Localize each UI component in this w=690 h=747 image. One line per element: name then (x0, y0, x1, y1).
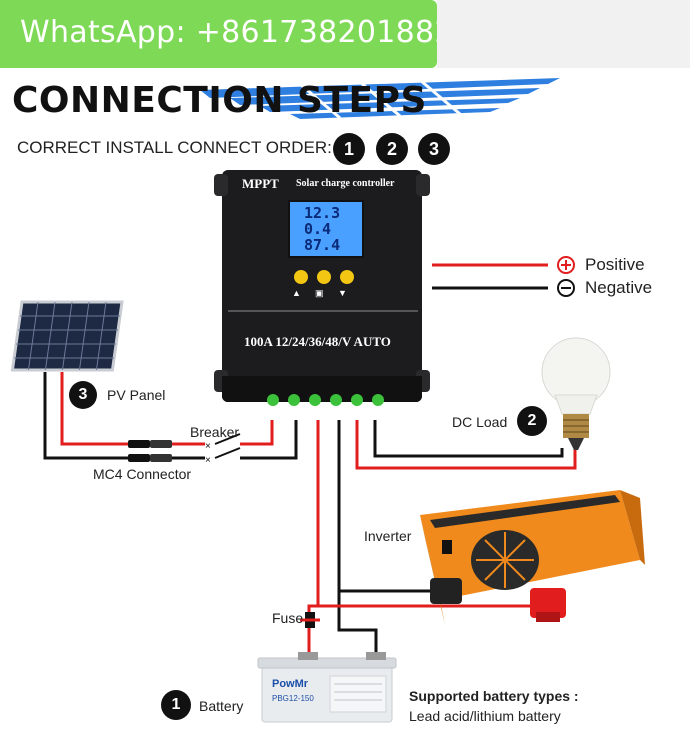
pv-step-badge: 3 (69, 381, 97, 409)
controller-button-3[interactable] (340, 270, 354, 284)
whatsapp-banner: WhatsApp: +8617382018825 (0, 0, 473, 68)
page-title: CONNECTION STEPS (12, 80, 427, 121)
menu-icon: ▣ (315, 288, 324, 298)
dc-load-step-badge: 2 (517, 406, 547, 436)
terminal-icon (288, 394, 300, 406)
mount-tab-icon (214, 174, 228, 196)
controller-brand: MPPT (242, 176, 279, 191)
terminal-icon (372, 394, 384, 406)
svg-text:×: × (205, 441, 211, 452)
controller-button-1[interactable] (294, 270, 308, 284)
mc4-connector-label: MC4 Connector (93, 466, 192, 482)
svg-text:×: × (205, 455, 211, 466)
terminal-icon (351, 394, 363, 406)
battery-model: PBG12-150 (272, 694, 314, 703)
lcd-value-1: 12.3 (304, 204, 341, 222)
terminal-icon (267, 394, 279, 406)
dc-load-label: DC Load (452, 414, 508, 430)
minus-circle-icon (557, 279, 575, 297)
order-step-1: 1 (333, 133, 365, 165)
legend-positive-label: Positive (585, 255, 645, 274)
terminal-icon (309, 394, 321, 406)
lcd-screen: 12.3 0.4 87.4 (288, 200, 364, 258)
reset-icon: ▲ (292, 288, 301, 298)
charge-controller: MPPT Solar charge controller 12.3 0.4 87… (214, 170, 430, 406)
whatsapp-text: WhatsApp: +8617382018825 (20, 15, 474, 50)
on-off-icon: ▼ (338, 288, 347, 298)
battery-step-badge: 1 (161, 690, 191, 720)
supported-battery-title: Supported battery types : (409, 688, 579, 704)
battery-label: Battery (199, 698, 244, 714)
plus-circle-icon (557, 256, 575, 274)
mc4-connector-icon (128, 440, 172, 462)
controller-button-2[interactable] (317, 270, 331, 284)
inverter-icon (420, 490, 645, 625)
lcd-value-3: 87.4 (304, 236, 341, 254)
inverter-label: Inverter (364, 528, 412, 544)
title-brush-strokes (200, 78, 560, 120)
solar-panel-icon (10, 300, 124, 372)
mount-tab-icon (416, 174, 430, 196)
fuse-label: Fuse (272, 610, 304, 626)
light-bulb-icon (541, 337, 611, 450)
breaker-icon: × × (205, 433, 241, 466)
legend-negative-label: Negative (585, 278, 653, 297)
connect-order-label: CORRECT INSTALL CONNECT ORDER: (17, 138, 332, 157)
controller-name: Solar charge controller (296, 178, 395, 189)
controller-model: 100A 12/24/36/48/V AUTO (244, 334, 391, 349)
supported-battery-types: Lead acid/lithium battery (409, 708, 561, 724)
lcd-value-2: 0.4 (304, 220, 332, 238)
pv-panel-label: PV Panel (107, 387, 166, 403)
battery-icon (257, 652, 397, 723)
order-step-3: 3 (418, 133, 450, 165)
battery-brand: PowMr (272, 678, 309, 690)
breaker-label: Breaker (190, 424, 240, 440)
order-step-2: 2 (376, 133, 408, 165)
terminal-icon (330, 394, 342, 406)
top-bar (437, 0, 690, 68)
